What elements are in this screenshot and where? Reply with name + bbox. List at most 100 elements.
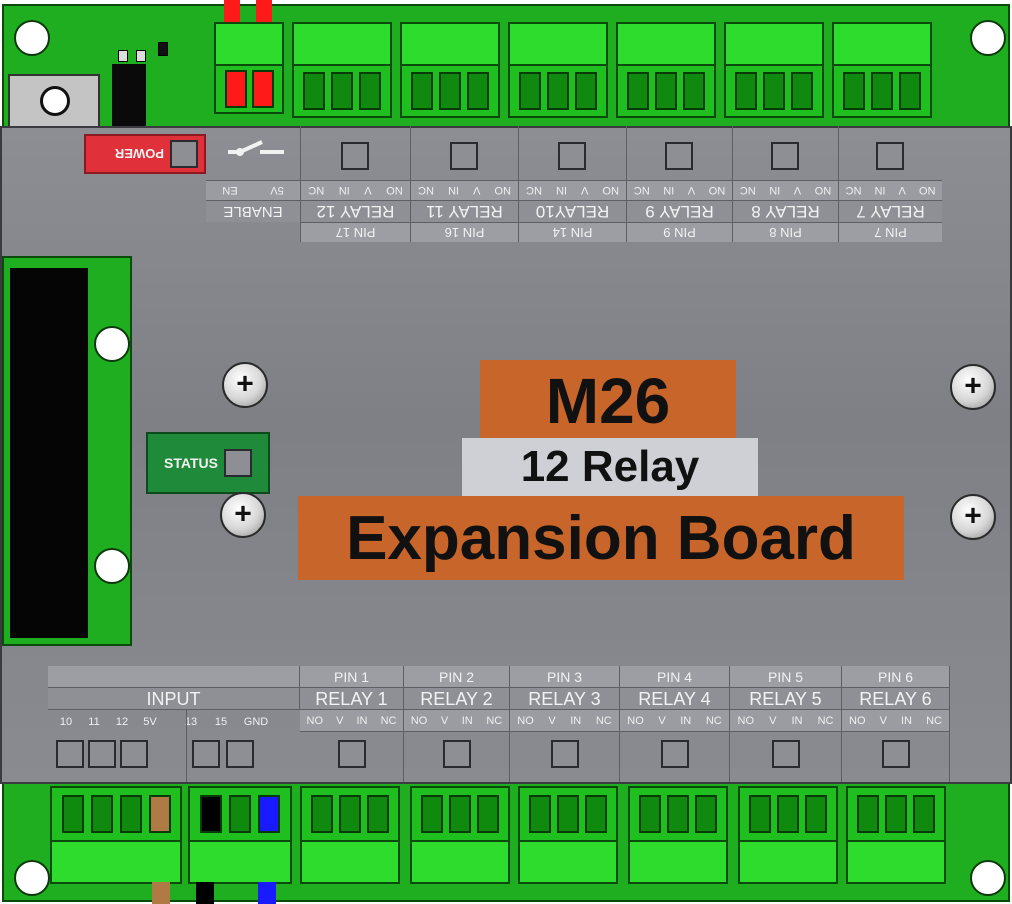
top-relay-led: [558, 142, 586, 170]
input-pin-label: 11: [88, 716, 100, 728]
relay-led: [882, 740, 910, 768]
contact-label: NO: [410, 714, 428, 727]
terminal-slot: [228, 795, 251, 833]
brown-wire: [152, 882, 170, 904]
screw-top-right: +: [950, 364, 996, 410]
title-board: Expansion Board: [346, 503, 856, 573]
jumper-pin-left: [118, 50, 128, 62]
relay-terminal-head: [518, 840, 618, 884]
input-pin-label: 13: [184, 716, 198, 728]
terminal-slot: [199, 795, 222, 833]
relay-terminal-head: [628, 840, 728, 884]
terminal-slot: [90, 795, 113, 833]
terminal-slot: [411, 72, 433, 110]
connector-block-overlay: [10, 268, 88, 638]
relay-name-label: RELAY 6: [842, 688, 950, 710]
terminal-slot: [667, 795, 689, 833]
relay-pin-label: PIN 4: [620, 666, 730, 688]
terminal-slot: [805, 795, 827, 833]
relay-led-cell: [300, 732, 404, 782]
top-relay-pin-label: PIN 7: [838, 222, 942, 242]
top-terminal-body: [508, 64, 608, 118]
terminal-slot: [529, 795, 551, 833]
title-main-box: M26: [480, 360, 736, 442]
terminal-slot: [439, 72, 461, 110]
terminal-slot: [367, 795, 389, 833]
contact-label: NO: [737, 714, 755, 727]
relay-terminal-head: [738, 840, 838, 884]
relay-led: [772, 740, 800, 768]
terminal-slot: [547, 72, 569, 110]
terminal-slot: [639, 795, 661, 833]
top-relay-name-label: RELAY10: [518, 200, 626, 222]
contact-label: NO: [814, 184, 832, 197]
input-led: [226, 740, 254, 768]
input-pin-label: 5V: [143, 716, 157, 728]
contact-label: NC: [926, 714, 942, 727]
contact-label: IN: [663, 184, 675, 197]
mount-hole-bottom-right: [970, 860, 1006, 896]
input-pin-label: 12: [115, 716, 129, 728]
input-led: [88, 740, 116, 768]
contact-label: NO: [306, 714, 324, 727]
relay-led: [338, 740, 366, 768]
contact-label: NC: [526, 184, 542, 197]
contact-label: V: [364, 184, 372, 197]
contact-label: IN: [901, 714, 912, 727]
relay-name-label: RELAY 1: [300, 688, 404, 710]
top-relay-pin-label: PIN 17: [300, 222, 410, 242]
input-led: [56, 740, 84, 768]
terminal-slot: [359, 72, 381, 110]
contact-label: NC: [418, 184, 434, 197]
terminal-slot: [899, 72, 921, 110]
title-sub-box: 12 Relay: [462, 438, 758, 496]
contact-label: V: [581, 184, 589, 197]
contact-label: V: [336, 714, 344, 727]
top-relay-led: [771, 142, 799, 170]
power-label: POWER: [114, 146, 164, 162]
relay-pin-label: PIN 1: [300, 666, 404, 688]
power-terminal-body: [214, 64, 284, 114]
contact-label: NC: [739, 184, 756, 197]
terminal-slot: [585, 795, 607, 833]
enable-switch-icon: [226, 136, 286, 166]
input-terminal-head: [188, 840, 292, 884]
enable-pin-label: EN: [222, 184, 238, 197]
top-relay-name-label: RELAY 7: [838, 200, 942, 222]
relay-terminal-body: [628, 786, 728, 842]
contact-label: NC: [380, 714, 397, 727]
mount-hole-top-left: [14, 20, 50, 56]
screw-cross-icon: +: [234, 497, 252, 531]
power-terminal-head: [214, 22, 284, 66]
power-terminal-slot-en: [224, 70, 247, 108]
terminal-slot: [871, 72, 893, 110]
terminal-slot: [339, 795, 361, 833]
contact-label: NO: [386, 184, 403, 197]
title-main: M26: [545, 365, 671, 437]
input-led: [192, 740, 220, 768]
top-relay-name-label: RELAY 9: [626, 200, 732, 222]
input-pin-label: 15: [214, 716, 228, 728]
terminal-slot: [557, 795, 579, 833]
mount-hole-bottom-left: [14, 860, 50, 896]
contact-label: NO: [517, 714, 534, 727]
blue-wire: [258, 882, 276, 904]
relay-name-label: RELAY 5: [730, 688, 842, 710]
relay-led: [661, 740, 689, 768]
top-terminal-body: [832, 64, 932, 118]
terminal-slot: [119, 795, 142, 833]
contact-label: IN: [448, 184, 459, 197]
contact-label: NC: [845, 184, 862, 197]
screw-top-left: +: [222, 362, 268, 408]
jumper-pin-right: [136, 50, 146, 62]
enable-pin-label: 5V: [270, 184, 284, 197]
jumper-pin-spare: [158, 42, 168, 56]
relay-terminal-body: [410, 786, 510, 842]
contact-label: V: [548, 714, 556, 727]
